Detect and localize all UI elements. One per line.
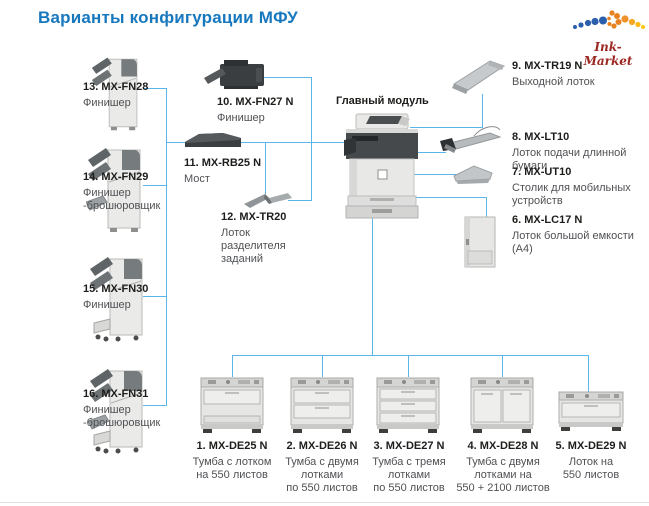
item-3-desc: Тумба с тремя лотками по 550 листов xyxy=(372,456,446,494)
page-title: Варианты конфигурации МФУ xyxy=(38,8,298,27)
item-9-label: 9. MX-TR19 N Выходной лоток xyxy=(512,60,647,89)
device-mx-fn30-image xyxy=(90,257,143,342)
logo-dots-icon xyxy=(573,10,645,29)
connector-line-lt10 xyxy=(408,152,446,153)
connector-line-ut10 xyxy=(408,174,458,175)
item-14-label: 14. MX-FN29 Финишер -брошюровщик xyxy=(83,171,195,213)
item-5-label: 5. MX-DE29 N Лоток на 550 листов xyxy=(536,440,646,482)
item-13-desc: Финишер xyxy=(83,97,131,109)
item-13-label: 13. MX-FN28 Финишер xyxy=(83,81,195,110)
device-mx-de26-image xyxy=(290,377,354,433)
main-module-label: Главный модуль xyxy=(336,95,456,108)
device-mx-fn31-image xyxy=(88,369,143,454)
item-10-label: 10. MX-FN27 N Финишер xyxy=(217,96,329,125)
connector-line-tr19-h xyxy=(410,127,482,128)
item-14-desc: Финишер -брошюровщик xyxy=(83,187,161,212)
item-1-model: 1. MX-DE25 N xyxy=(196,440,268,452)
main-left-line xyxy=(166,142,350,143)
item-11-desc: Мост xyxy=(184,173,210,185)
item-16-desc: Финишер -брошюровщик xyxy=(83,404,161,429)
item-7-label: 7. MX-UT10 Столик для мобильных устройст… xyxy=(512,166,647,208)
item-6-desc: Лоток большой емкости (А4) xyxy=(512,230,634,255)
item-16-label: 16. MX-FN31 Финишер -брошюровщик xyxy=(83,388,195,430)
item-4-label: 4. MX-DE28 N Тумба с двумя лотками на 55… xyxy=(448,440,558,495)
connector-line-fn27-v xyxy=(311,77,312,201)
item-1-label: 1. MX-DE25 N Тумба с лотком на 550 листо… xyxy=(177,440,287,482)
item-13-model: 13. MX-FN28 xyxy=(83,81,149,93)
drop-line-de26 xyxy=(322,355,323,377)
device-mx-de29-image xyxy=(558,391,624,431)
connector-line-fn31 xyxy=(143,405,167,406)
main-module-title: Главный модуль xyxy=(336,95,429,107)
item-11-model: 11. MX-RB25 N xyxy=(184,157,262,169)
page-bottom-border xyxy=(0,502,649,503)
item-10-model: 10. MX-FN27 N xyxy=(217,96,294,108)
module-bottom-line xyxy=(372,218,373,356)
drop-line-de27 xyxy=(408,355,409,377)
item-14-model: 14. MX-FN29 xyxy=(83,171,149,183)
item-2-label: 2. MX-DE26 N Тумба с двумя лотками по 55… xyxy=(267,440,377,495)
item-15-label: 15. MX-FN30 Финишер xyxy=(83,283,195,312)
drop-line-de28 xyxy=(502,355,503,377)
item-5-model: 5. MX-DE29 N xyxy=(555,440,627,452)
item-9-model: 9. MX-TR19 N xyxy=(512,60,583,72)
device-mx-fn28-image xyxy=(91,57,138,131)
item-8-desc: Лоток подачи длинной бумаги xyxy=(512,147,627,172)
bottom-rail-line xyxy=(232,355,589,356)
logo-text: Ink-Market xyxy=(583,40,633,68)
connector-line-fn28 xyxy=(143,88,167,89)
connector-line-tr19-v xyxy=(482,94,483,128)
device-mx-tr20-image xyxy=(244,193,292,208)
device-mx-lt10-image xyxy=(440,126,502,153)
drop-line-de25 xyxy=(232,355,233,377)
connector-line-lc17-h xyxy=(408,197,487,198)
left-spine-line xyxy=(166,88,167,406)
item-3-label: 3. MX-DE27 N Тумба с тремя лотками по 55… xyxy=(354,440,464,495)
item-10-desc: Финишер xyxy=(217,112,265,124)
drop-line-de29 xyxy=(588,355,589,392)
device-mx-de25-image xyxy=(200,377,264,433)
connector-line-fn29 xyxy=(143,185,167,186)
device-mx-fn27-image xyxy=(204,60,264,89)
connector-line-tr20-h xyxy=(288,200,312,201)
item-2-desc: Тумба с двумя лотками по 550 листов xyxy=(285,456,359,494)
device-mx-de27-image xyxy=(376,377,440,433)
item-11-label: 11. MX-RB25 N Мост xyxy=(184,157,296,186)
item-4-model: 4. MX-DE28 N xyxy=(467,440,539,452)
connector-line-fn30 xyxy=(143,296,167,297)
device-mx-de28-image xyxy=(470,377,534,433)
item-5-desc: Лоток на 550 листов xyxy=(562,456,620,481)
item-16-model: 16. MX-FN31 xyxy=(83,388,149,400)
item-9-desc: Выходной лоток xyxy=(512,76,595,88)
item-15-desc: Финишер xyxy=(83,299,131,311)
item-6-model: 6. MX-LC17 N xyxy=(512,214,583,226)
item-12-model: 12. MX-TR20 xyxy=(221,211,287,223)
ink-market-logo: Ink-Market xyxy=(570,5,646,68)
item-12-label: 12. MX-TR20 Лоток разделителя заданий xyxy=(221,211,333,266)
item-8-model: 8. MX-LT10 xyxy=(512,131,570,143)
device-mx-fn29-image xyxy=(86,148,141,232)
item-7-desc: Столик для мобильных устройств xyxy=(512,182,631,207)
item-12-desc: Лоток разделителя заданий xyxy=(221,227,286,265)
item-8-label: 8. MX-LT10 Лоток подачи длинной бумаги xyxy=(512,131,647,173)
item-4-desc: Тумба с двумя лотками на 550 + 2100 лист… xyxy=(456,456,550,494)
connector-line-tr20-v xyxy=(265,142,266,194)
main-module-image xyxy=(344,113,419,219)
item-6-label: 6. MX-LC17 N Лоток большой емкости (А4) xyxy=(512,214,647,256)
item-3-model: 3. MX-DE27 N xyxy=(373,440,445,452)
connector-line-fn27-h xyxy=(264,77,312,78)
device-mx-tr19-image xyxy=(452,60,506,94)
device-mx-lc17-image xyxy=(464,216,496,268)
item-2-model: 2. MX-DE26 N xyxy=(286,440,358,452)
item-15-model: 15. MX-FN30 xyxy=(83,283,149,295)
connector-line-lc17-v xyxy=(486,197,487,219)
device-mx-ut10-image xyxy=(453,165,493,184)
device-mx-rb25-image xyxy=(185,133,241,147)
item-7-model: 7. MX-UT10 xyxy=(512,166,572,178)
item-1-desc: Тумба с лотком на 550 листов xyxy=(192,456,272,481)
